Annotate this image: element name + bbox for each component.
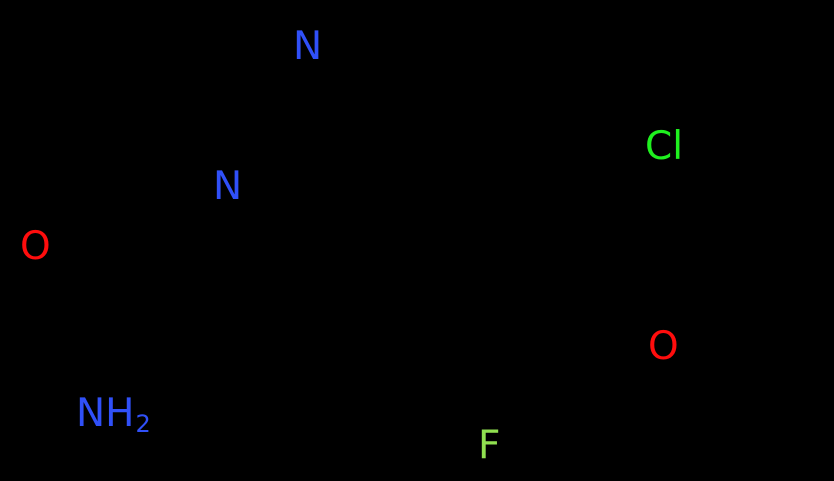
atom-oxygen-carbonyl: O: [20, 224, 51, 269]
amine-label: NH: [76, 391, 135, 436]
atom-nitrogen-ring: N: [213, 164, 243, 209]
atom-fluorine: F: [478, 423, 501, 468]
atom-chlorine: Cl: [645, 124, 684, 169]
atom-nitrogen-top: N: [293, 24, 323, 69]
atom-amine-nh2: NH2: [76, 391, 151, 436]
amine-subscript: 2: [135, 410, 151, 438]
atom-oxygen-methoxy: O: [648, 324, 679, 369]
